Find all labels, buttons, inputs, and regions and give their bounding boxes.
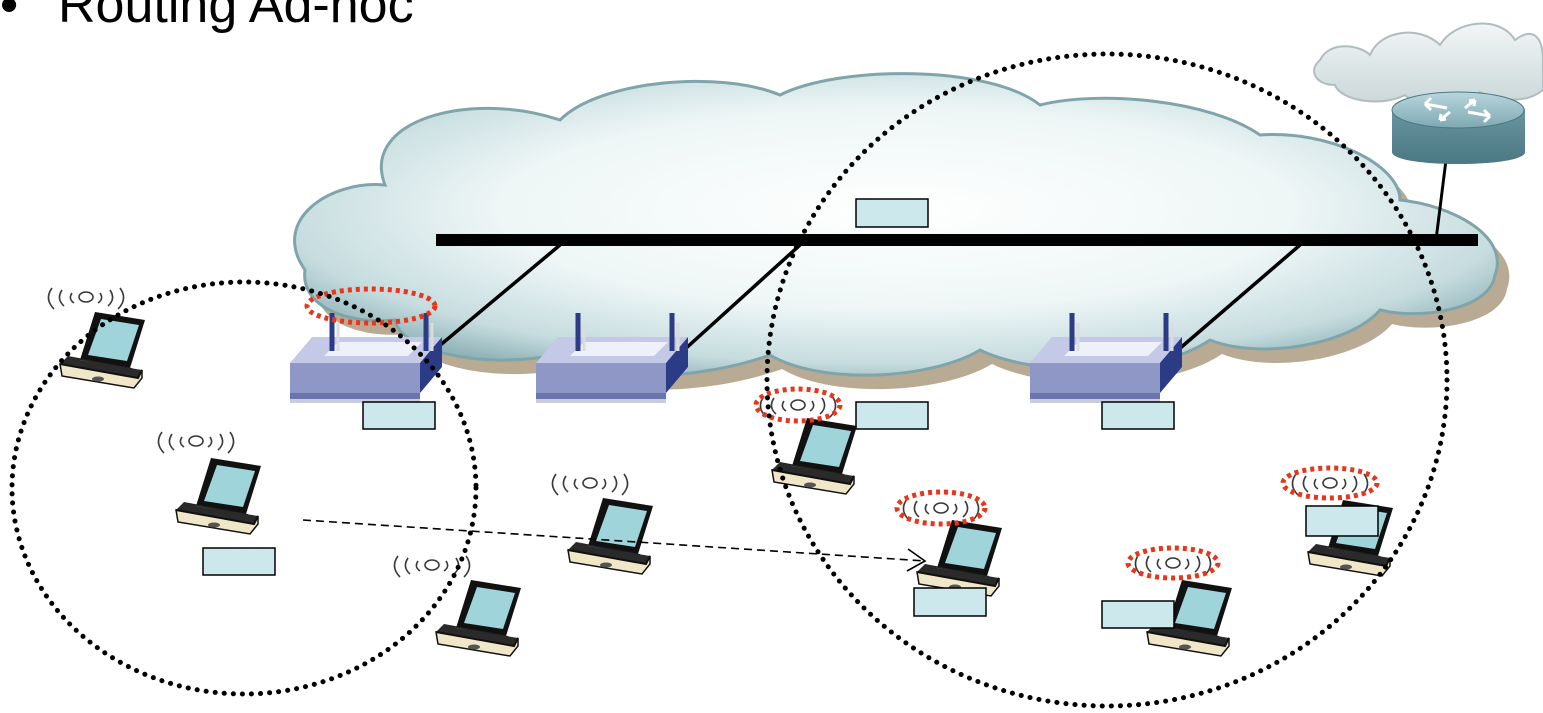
- label-box: [1305, 505, 1379, 537]
- wireless-signal-icon: [902, 498, 980, 521]
- wireless-signal-icon: [1291, 473, 1369, 496]
- coverage-circle: [9, 279, 479, 697]
- wireless-signal-icon: [551, 473, 629, 496]
- highlight-ring: [304, 286, 438, 326]
- router-icon: [1391, 91, 1525, 241]
- wireless-signal-icon: [1134, 553, 1212, 576]
- coverage-circles: [9, 51, 1450, 709]
- wireless-signal-icon: [157, 431, 235, 454]
- label-box: [1101, 401, 1175, 430]
- wireless-signal-icon: [47, 287, 125, 310]
- slide-title: • Routing Ad-hoc: [0, 0, 414, 36]
- highlight-ring: [1280, 465, 1380, 501]
- laptop-icon: [175, 457, 262, 535]
- highlight-ring: [894, 489, 988, 527]
- wireless-signal-icon: [759, 395, 837, 418]
- coverage-circle: [764, 51, 1450, 709]
- label-box: [362, 401, 436, 430]
- bullet-icon: •: [0, 0, 19, 34]
- laptop-icon: [567, 497, 654, 575]
- label-box: [202, 547, 276, 576]
- highlight-rings: [304, 286, 1380, 581]
- lan-cloud-icon: [293, 72, 1510, 390]
- laptop-icon: [435, 579, 522, 657]
- highlight-ring: [753, 386, 843, 424]
- label-box: [1101, 600, 1175, 629]
- label-box: [855, 198, 929, 228]
- slide-title-text: Routing Ad-hoc: [58, 0, 414, 34]
- laptop-icon: [916, 519, 1003, 597]
- highlight-ring: [1125, 545, 1221, 581]
- ap-links: [436, 243, 1302, 352]
- laptop-icon: [771, 417, 858, 495]
- label-box: [855, 401, 929, 430]
- internet-cloud-icon: [1313, 22, 1543, 107]
- route-arrow: [302, 519, 927, 572]
- label-box: [913, 587, 987, 617]
